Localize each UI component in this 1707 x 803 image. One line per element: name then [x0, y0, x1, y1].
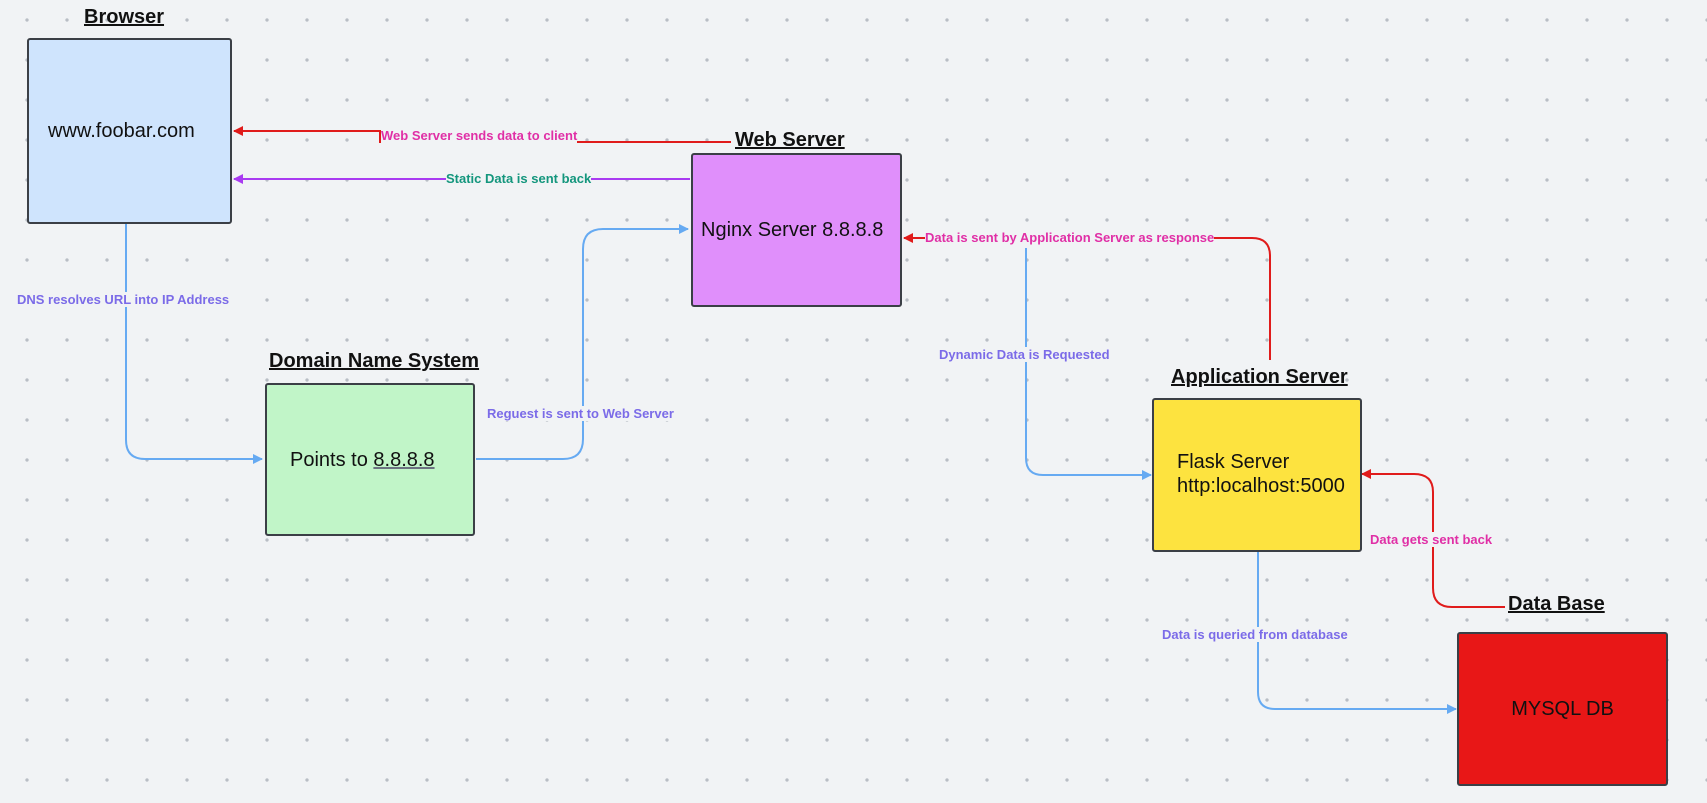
label-queried: Data is queried from database	[1162, 627, 1348, 642]
dns-label-prefix: Points to	[290, 448, 374, 471]
edge-web-to-app[interactable]	[1025, 248, 1152, 480]
label-request-web: Reguest is sent to Web Server	[487, 406, 674, 421]
dns-ip-link[interactable]: 8.8.8.8	[373, 448, 435, 471]
edge-app-to-web[interactable]	[903, 233, 1271, 360]
dns-label: Points to 8.8.8.8	[290, 448, 435, 472]
edge-dns-to-web[interactable]	[476, 224, 689, 460]
app-server-text: Flask Server http:localhost:5000	[1177, 451, 1345, 498]
label-dynamic-request: Dynamic Data is Requested	[939, 347, 1110, 362]
edge-browser-to-dns[interactable]	[125, 224, 263, 464]
label-dns-resolves: DNS resolves URL into IP Address	[17, 292, 230, 307]
app-server-node[interactable]: Flask Server http:localhost:5000	[1152, 398, 1362, 552]
label-static-data: Static Data is sent back	[446, 171, 592, 186]
browser-title: Browser	[84, 6, 165, 28]
browser-url: www.foobar.com	[48, 120, 195, 142]
browser-node[interactable]: www.foobar.com	[27, 38, 232, 224]
database-title: Data Base	[1508, 593, 1605, 615]
app-server-line2: http:localhost:5000	[1177, 475, 1345, 497]
dns-node[interactable]: Points to 8.8.8.8	[265, 383, 475, 536]
app-server-line1: Flask Server	[1177, 451, 1290, 474]
label-app-response: Data is sent by Application Server as re…	[925, 230, 1215, 245]
dns-title: Domain Name System	[269, 350, 480, 372]
database-label: MYSQL DB	[1511, 698, 1614, 720]
database-node[interactable]: MYSQL DB	[1457, 632, 1668, 786]
app-server-title: Application Server	[1171, 366, 1348, 388]
edge-app-to-db[interactable]	[1257, 552, 1457, 714]
web-server-label: Nginx Server 8.8.8.8	[701, 219, 884, 241]
web-server-node[interactable]: Nginx Server 8.8.8.8	[691, 153, 902, 307]
label-data-sent-back: Data gets sent back	[1370, 532, 1493, 547]
web-server-title: Web Server	[735, 129, 845, 151]
label-web-sends-data: Web Server sends data to client	[381, 128, 578, 143]
